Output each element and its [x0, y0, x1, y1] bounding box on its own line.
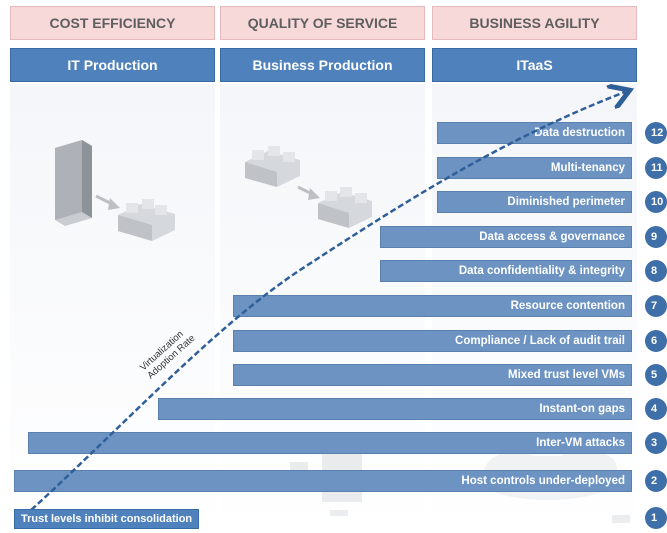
- header-cost-efficiency: COST EFFICIENCY: [10, 6, 215, 40]
- row-number-badge: 12: [645, 122, 667, 144]
- vm-cluster-icon: [118, 199, 175, 241]
- vm-cluster-icon: [318, 187, 372, 228]
- server-tower-icon: [55, 140, 92, 226]
- subheader-business-production: Business Production: [220, 48, 425, 82]
- row-number-badge: 1: [645, 507, 667, 529]
- row-number-badge: 11: [645, 157, 667, 179]
- header-business-agility: BUSINESS AGILITY: [432, 6, 637, 40]
- bar-diminished-perimeter: Diminished perimeter: [437, 191, 632, 213]
- bottom-label: Trust levels inhibit consolidation: [14, 509, 200, 529]
- bar-mixed-trust-vms: Mixed trust level VMs: [233, 364, 632, 386]
- bar-data-confidentiality-integrity: Data confidentiality & integrity: [380, 260, 632, 282]
- bar-inter-vm-attacks: Inter-VM attacks: [28, 432, 632, 454]
- vm-cluster-icon: [245, 146, 300, 187]
- row-number-badge: 4: [645, 398, 667, 420]
- header-quality-of-service: QUALITY OF SERVICE: [220, 6, 425, 40]
- row-number-badge: 3: [645, 432, 667, 454]
- row-number-badge: 5: [645, 364, 667, 386]
- row-number-badge: 10: [645, 191, 667, 213]
- arrow-icon: [95, 194, 120, 210]
- bar-resource-contention: Resource contention: [233, 295, 632, 317]
- subheader-itaas: ITaaS: [432, 48, 637, 82]
- row-number-badge: 8: [645, 260, 667, 282]
- arrow-icon: [297, 185, 320, 200]
- bar-data-access-governance: Data access & governance: [380, 226, 632, 248]
- row-number-badge: 9: [645, 226, 667, 248]
- bar-host-controls: Host controls under-deployed: [14, 470, 632, 492]
- row-number-badge: 6: [645, 330, 667, 352]
- bar-compliance-audit-trail: Compliance / Lack of audit trail: [233, 330, 632, 352]
- column-bg-cost: [10, 84, 215, 533]
- row-number-badge: 2: [645, 470, 667, 492]
- bar-instant-on-gaps: Instant-on gaps: [158, 398, 632, 420]
- bar-multi-tenancy: Multi-tenancy: [437, 157, 632, 179]
- row-number-badge: 7: [645, 295, 667, 317]
- subheader-it-production: IT Production: [10, 48, 215, 82]
- bar-data-destruction: Data destruction: [437, 122, 632, 144]
